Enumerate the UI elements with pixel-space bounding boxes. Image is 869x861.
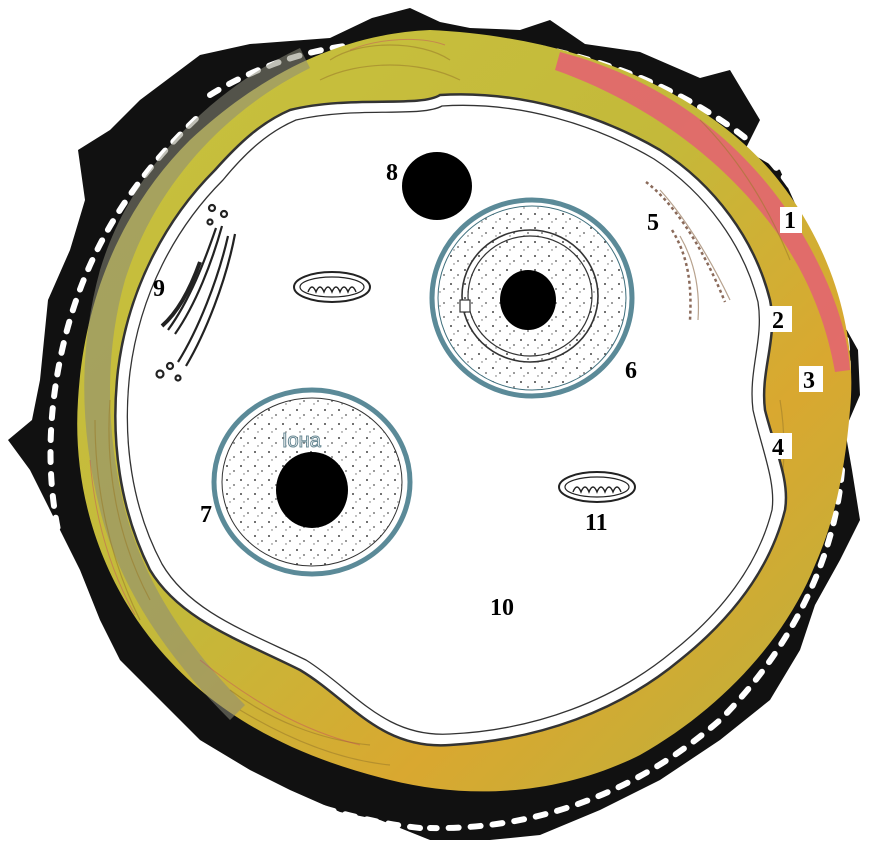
nucleus-inscription: Іона: [282, 430, 322, 452]
label-11: 11: [585, 510, 608, 536]
label-1: 1: [784, 208, 796, 234]
dense-body: [402, 152, 472, 220]
label-7: 7: [200, 502, 212, 528]
label-4: 4: [772, 435, 784, 461]
nucleus-upper: [432, 200, 632, 396]
mitochondrion-lower: [559, 472, 635, 502]
mitochondrion-upper: [294, 272, 370, 302]
label-2: 2: [772, 308, 784, 334]
nucleus-lower: Іона: [214, 390, 410, 574]
label-10: 10: [490, 595, 514, 621]
label-5: 5: [647, 210, 659, 236]
label-6: 6: [625, 358, 637, 384]
label-9: 9: [153, 276, 165, 302]
label-8: 8: [386, 160, 398, 186]
label-3: 3: [803, 368, 815, 394]
